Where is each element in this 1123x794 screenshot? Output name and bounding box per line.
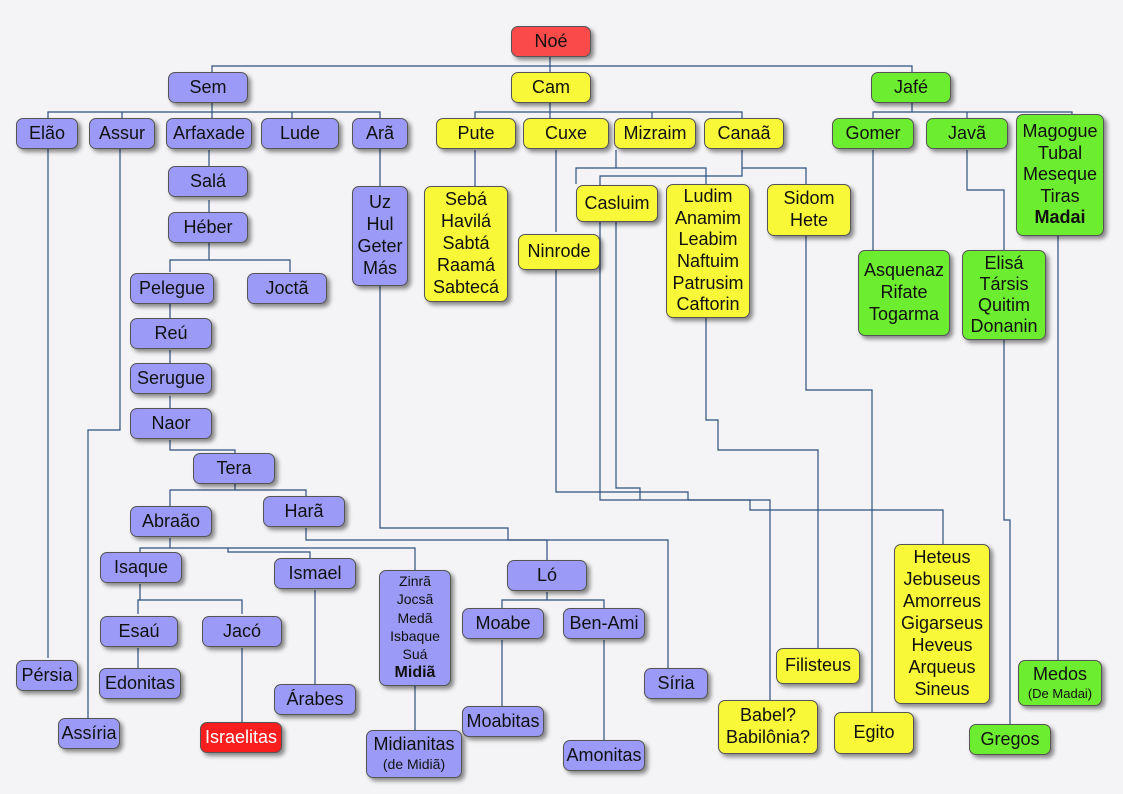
node-amonitas: Amonitas [563, 740, 645, 771]
node-midianitas: Midianitas (de Midiã) [366, 730, 462, 778]
node-benami: Ben-Ami [563, 608, 645, 639]
node-elisa: Elisá Társis Quitim Donanin [962, 250, 1046, 340]
node-heteus: Heteus Jebuseus Amorreus Gigarseus Heveu… [894, 544, 990, 704]
node-mizraim: Mizraim [614, 118, 696, 149]
node-seba: Sebá Havilá Sabtá Raamá Sabtecá [424, 186, 508, 302]
node-arfaxade: Arfaxade [166, 118, 252, 149]
node-serugue: Serugue [130, 363, 212, 394]
node-cam: Cam [511, 72, 591, 103]
node-asquenaz: Asquenaz Rifate Togarma [858, 250, 950, 336]
node-lude: Lude [261, 118, 339, 149]
node-israelitas: Israelitas [200, 722, 282, 753]
node-elao: Elão [16, 118, 78, 149]
node-ludim: Ludim Anamim Leabim Naftuim Patrusim Caf… [666, 184, 750, 318]
node-reu: Reú [130, 318, 212, 349]
node-sidom: Sidom Hete [767, 184, 851, 236]
node-assur: Assur [89, 118, 155, 149]
node-naor: Naor [130, 408, 212, 439]
node-java: Javã [926, 118, 1008, 149]
node-tera: Tera [193, 453, 275, 484]
node-uz: Uz Hul Geter Más [352, 186, 408, 286]
node-arabes: Árabes [274, 684, 356, 715]
node-moabitas: Moabitas [462, 706, 544, 737]
node-edonitas: Edonitas [99, 668, 181, 699]
node-pelegue: Pelegue [130, 273, 214, 304]
node-medos: Medos (De Madai) [1018, 660, 1102, 706]
node-assiria: Assíria [58, 718, 120, 749]
node-gomer: Gomer [832, 118, 914, 149]
node-filisteus: Filisteus [776, 648, 860, 684]
node-hara: Harã [263, 496, 345, 527]
node-ninrode: Ninrode [518, 234, 600, 270]
node-ara: Arã [352, 118, 408, 149]
node-heber: Héber [168, 212, 248, 243]
node-casluim: Casluim [576, 185, 658, 222]
node-magogue: Magogue Tubal Meseque Tiras Madai [1016, 114, 1104, 236]
node-jaco: Jacó [202, 616, 282, 647]
node-babel: Babel? Babilônia? [718, 700, 818, 754]
node-jocta: Joctã [247, 273, 327, 304]
node-moabe: Moabe [462, 608, 544, 639]
node-noe: Noé [511, 26, 591, 57]
node-egito: Egito [834, 712, 914, 754]
node-isaque: Isaque [100, 552, 182, 583]
node-gregos: Gregos [969, 724, 1051, 755]
node-siria: Síria [644, 668, 708, 699]
node-abraao: Abraão [130, 506, 212, 537]
node-pute: Pute [436, 118, 516, 149]
node-sala: Salá [168, 166, 248, 197]
node-cuxe: Cuxe [523, 118, 609, 149]
node-persia: Pérsia [16, 660, 78, 691]
node-esau: Esaú [100, 616, 178, 647]
node-midia: Zinrã Jocsã Medã Isbaque Suá Midiã [379, 570, 451, 686]
node-ismael: Ismael [274, 558, 356, 589]
node-canaa: Canaã [704, 118, 784, 149]
node-sem: Sem [168, 72, 248, 103]
node-jafe: Jafé [871, 72, 951, 103]
node-lo: Ló [507, 560, 587, 591]
